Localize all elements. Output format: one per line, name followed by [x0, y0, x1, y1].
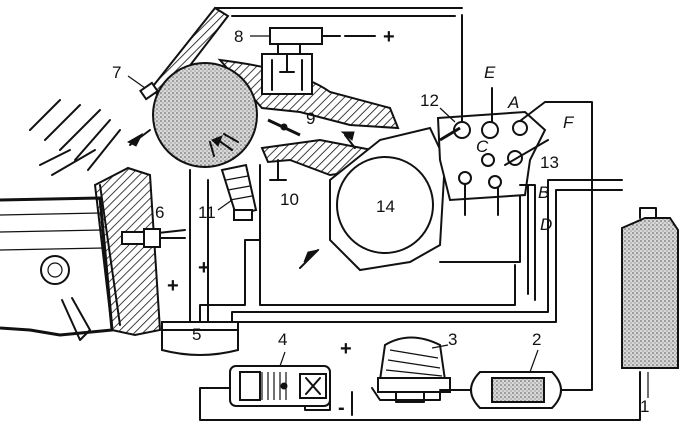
label-2: 2: [532, 330, 541, 349]
label-9: 9: [306, 109, 315, 128]
label-10: 10: [280, 190, 299, 209]
plus-sign-5-left: +: [167, 275, 179, 297]
mixture-control-unit: [436, 14, 581, 301]
label-D: D: [540, 215, 552, 234]
label-4: 4: [278, 330, 287, 349]
label-6: 6: [155, 203, 164, 222]
engine-block: [0, 99, 121, 341]
throttle-valve: [267, 118, 301, 137]
label-F: F: [563, 113, 575, 132]
label-C: C: [476, 137, 489, 156]
idle-screw: [269, 159, 287, 181]
label-5: 5: [192, 325, 201, 344]
plus-sign-5-right: +: [198, 257, 210, 279]
label-8: 8: [234, 27, 243, 46]
plus-sign-8: +: [383, 26, 395, 48]
temperature-sensor: [121, 228, 186, 248]
fuel-pump: [229, 365, 331, 407]
label-14: 14: [376, 197, 395, 216]
label-13: 13: [540, 153, 559, 172]
plus-sign-4: +: [340, 338, 352, 360]
control-unit-5: [161, 321, 239, 356]
callout-labels: 1 2 3 4 5 6 7 8 9 10 11 12 13 14 A B C D…: [112, 26, 649, 419]
air-chamber: [152, 62, 258, 168]
fuel-tank: [621, 207, 679, 369]
minus-sign-4: -: [338, 397, 345, 419]
auxiliary-air-valve: [139, 81, 159, 101]
fuel-filter: [439, 371, 562, 409]
injector: [220, 163, 258, 221]
label-1: 1: [640, 397, 649, 416]
air-flow-meter: [126, 119, 521, 306]
label-12: 12: [420, 91, 439, 110]
label-B: B: [538, 183, 549, 202]
fuel-accumulator: [377, 336, 451, 403]
label-7: 7: [112, 63, 121, 82]
label-11: 11: [198, 203, 216, 222]
label-3: 3: [448, 330, 457, 349]
label-E: E: [484, 63, 496, 82]
label-A: A: [507, 93, 519, 112]
